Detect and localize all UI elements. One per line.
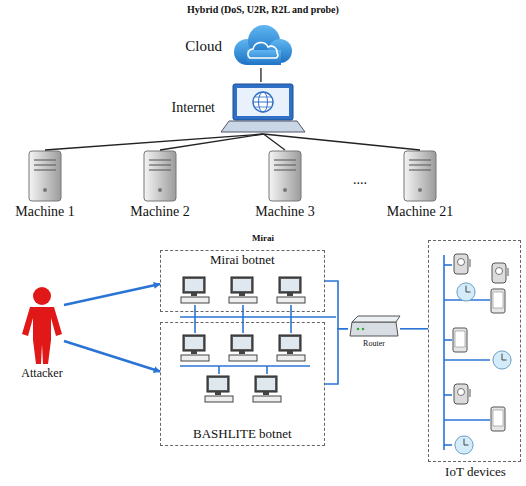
- router-icon-part: [362, 328, 365, 331]
- laptop-icon-part: [253, 92, 273, 112]
- laptop-icon-part: [221, 121, 305, 132]
- bus-wires-part: [218, 366, 220, 374]
- ellipsis-label: ....: [353, 172, 367, 187]
- bus-wires-part: [242, 317, 244, 333]
- bus-wires-part: [180, 316, 336, 318]
- router-icon: [350, 316, 400, 336]
- cloud-icon: [234, 25, 292, 65]
- attacker-figure-part: [33, 287, 51, 305]
- server-icons-part: [144, 151, 176, 201]
- node-label: Attacker: [21, 367, 62, 380]
- connector: [400, 328, 428, 330]
- node-label: IoT devices: [445, 465, 506, 479]
- iot-device-icons-part: [454, 254, 471, 274]
- iot-device-icons-part: [492, 263, 509, 283]
- bus-wires-part: [194, 317, 196, 333]
- bot-computers-part: [205, 376, 233, 402]
- node-label: Machine 21: [387, 204, 453, 219]
- iot-device-icons-part: [453, 328, 467, 352]
- server-icons-part: [404, 151, 436, 201]
- router-node: Router: [348, 315, 400, 338]
- laptop-icon-part: [237, 88, 289, 116]
- attacker-figure: [22, 287, 62, 364]
- connector: [260, 68, 261, 82]
- iot-device-icons-part: [491, 289, 505, 313]
- server-icons: [29, 151, 436, 201]
- bus-wires-part: [194, 305, 196, 317]
- iot-device-icons-part: [455, 436, 473, 454]
- server-node: Machine 1: [28, 150, 62, 202]
- bus-wires: [180, 255, 490, 450]
- connector: [264, 134, 421, 150]
- bus-wires-part: [266, 366, 268, 374]
- laptop-icon-part: [255, 97, 271, 98]
- iot-device-icons-part: [491, 407, 505, 431]
- bus-wires-part: [444, 264, 452, 266]
- node-label: Internet: [171, 100, 215, 115]
- bot-computers-part: [181, 335, 209, 361]
- server-node: Machine 2: [143, 150, 177, 202]
- router-icon-part: [350, 322, 398, 336]
- bus-wires-part: [444, 419, 490, 421]
- iot-device-icons-part: [457, 283, 475, 301]
- server-icons-part: [269, 151, 301, 201]
- connector: [64, 284, 160, 305]
- laptop-icon: [221, 84, 305, 132]
- node-label: Router: [363, 340, 385, 349]
- laptop-icon-part: [255, 107, 271, 108]
- server-node: Machine 3: [268, 150, 302, 202]
- bus-wires-part: [290, 317, 292, 333]
- bot-computers-part: [229, 277, 257, 303]
- iot-device-icons-part: [493, 351, 511, 369]
- bot-computers-part: [229, 335, 257, 361]
- bot-computers-part: [277, 335, 305, 361]
- connector: [160, 134, 264, 150]
- router-icon-part: [357, 328, 360, 331]
- bus-wires-part: [444, 359, 490, 361]
- connector: [325, 281, 348, 329]
- figure-heading: Hybrid (DoS, U2R, R2L and probe): [187, 4, 339, 15]
- laptop-icon-part: [253, 102, 273, 103]
- bus-wires-part: [242, 305, 244, 317]
- internet-node: Internet: [221, 82, 306, 134]
- router-icon-part: [352, 316, 400, 322]
- attacker-figure-part: [22, 307, 62, 364]
- node-label: Mirai botnet: [210, 253, 275, 267]
- laptop-icon-part: [233, 84, 293, 120]
- bus-wires-part: [444, 394, 452, 396]
- bot-computers-part: [277, 277, 305, 303]
- bot-computers-part: [253, 376, 281, 402]
- node-label: Machine 1: [15, 204, 74, 219]
- node-label: Machine 2: [130, 204, 189, 219]
- connector: [45, 134, 264, 150]
- cloud-icon-part: [248, 43, 278, 58]
- node-label: BASHLITE botnet: [193, 427, 292, 441]
- bus-wires-part: [444, 444, 452, 446]
- botnet-box: BASHLITE botnet: [160, 322, 325, 446]
- iot-device-icons-part: [454, 384, 471, 404]
- bus-wires-part: [180, 365, 310, 367]
- attacker-node: Attacker: [20, 285, 64, 365]
- node-label: Cloud: [185, 38, 222, 55]
- botnet-box: Mirai botnet: [160, 250, 325, 312]
- bus-wires-part: [290, 305, 292, 317]
- connector: [325, 329, 348, 384]
- bus-wires-part: [444, 339, 452, 341]
- bot-computers-part: [181, 277, 209, 303]
- connector: [64, 341, 160, 372]
- server-icons-part: [29, 151, 61, 201]
- figure-heading: Mirai: [252, 234, 274, 244]
- cloud-node: Cloud: [228, 24, 292, 68]
- server-node: Machine 21: [403, 150, 437, 202]
- iot-group-box: IoT devices: [428, 240, 521, 462]
- bot-computers: [181, 277, 305, 402]
- node-label: Machine 3: [255, 204, 314, 219]
- iot-device-icons: [453, 254, 511, 454]
